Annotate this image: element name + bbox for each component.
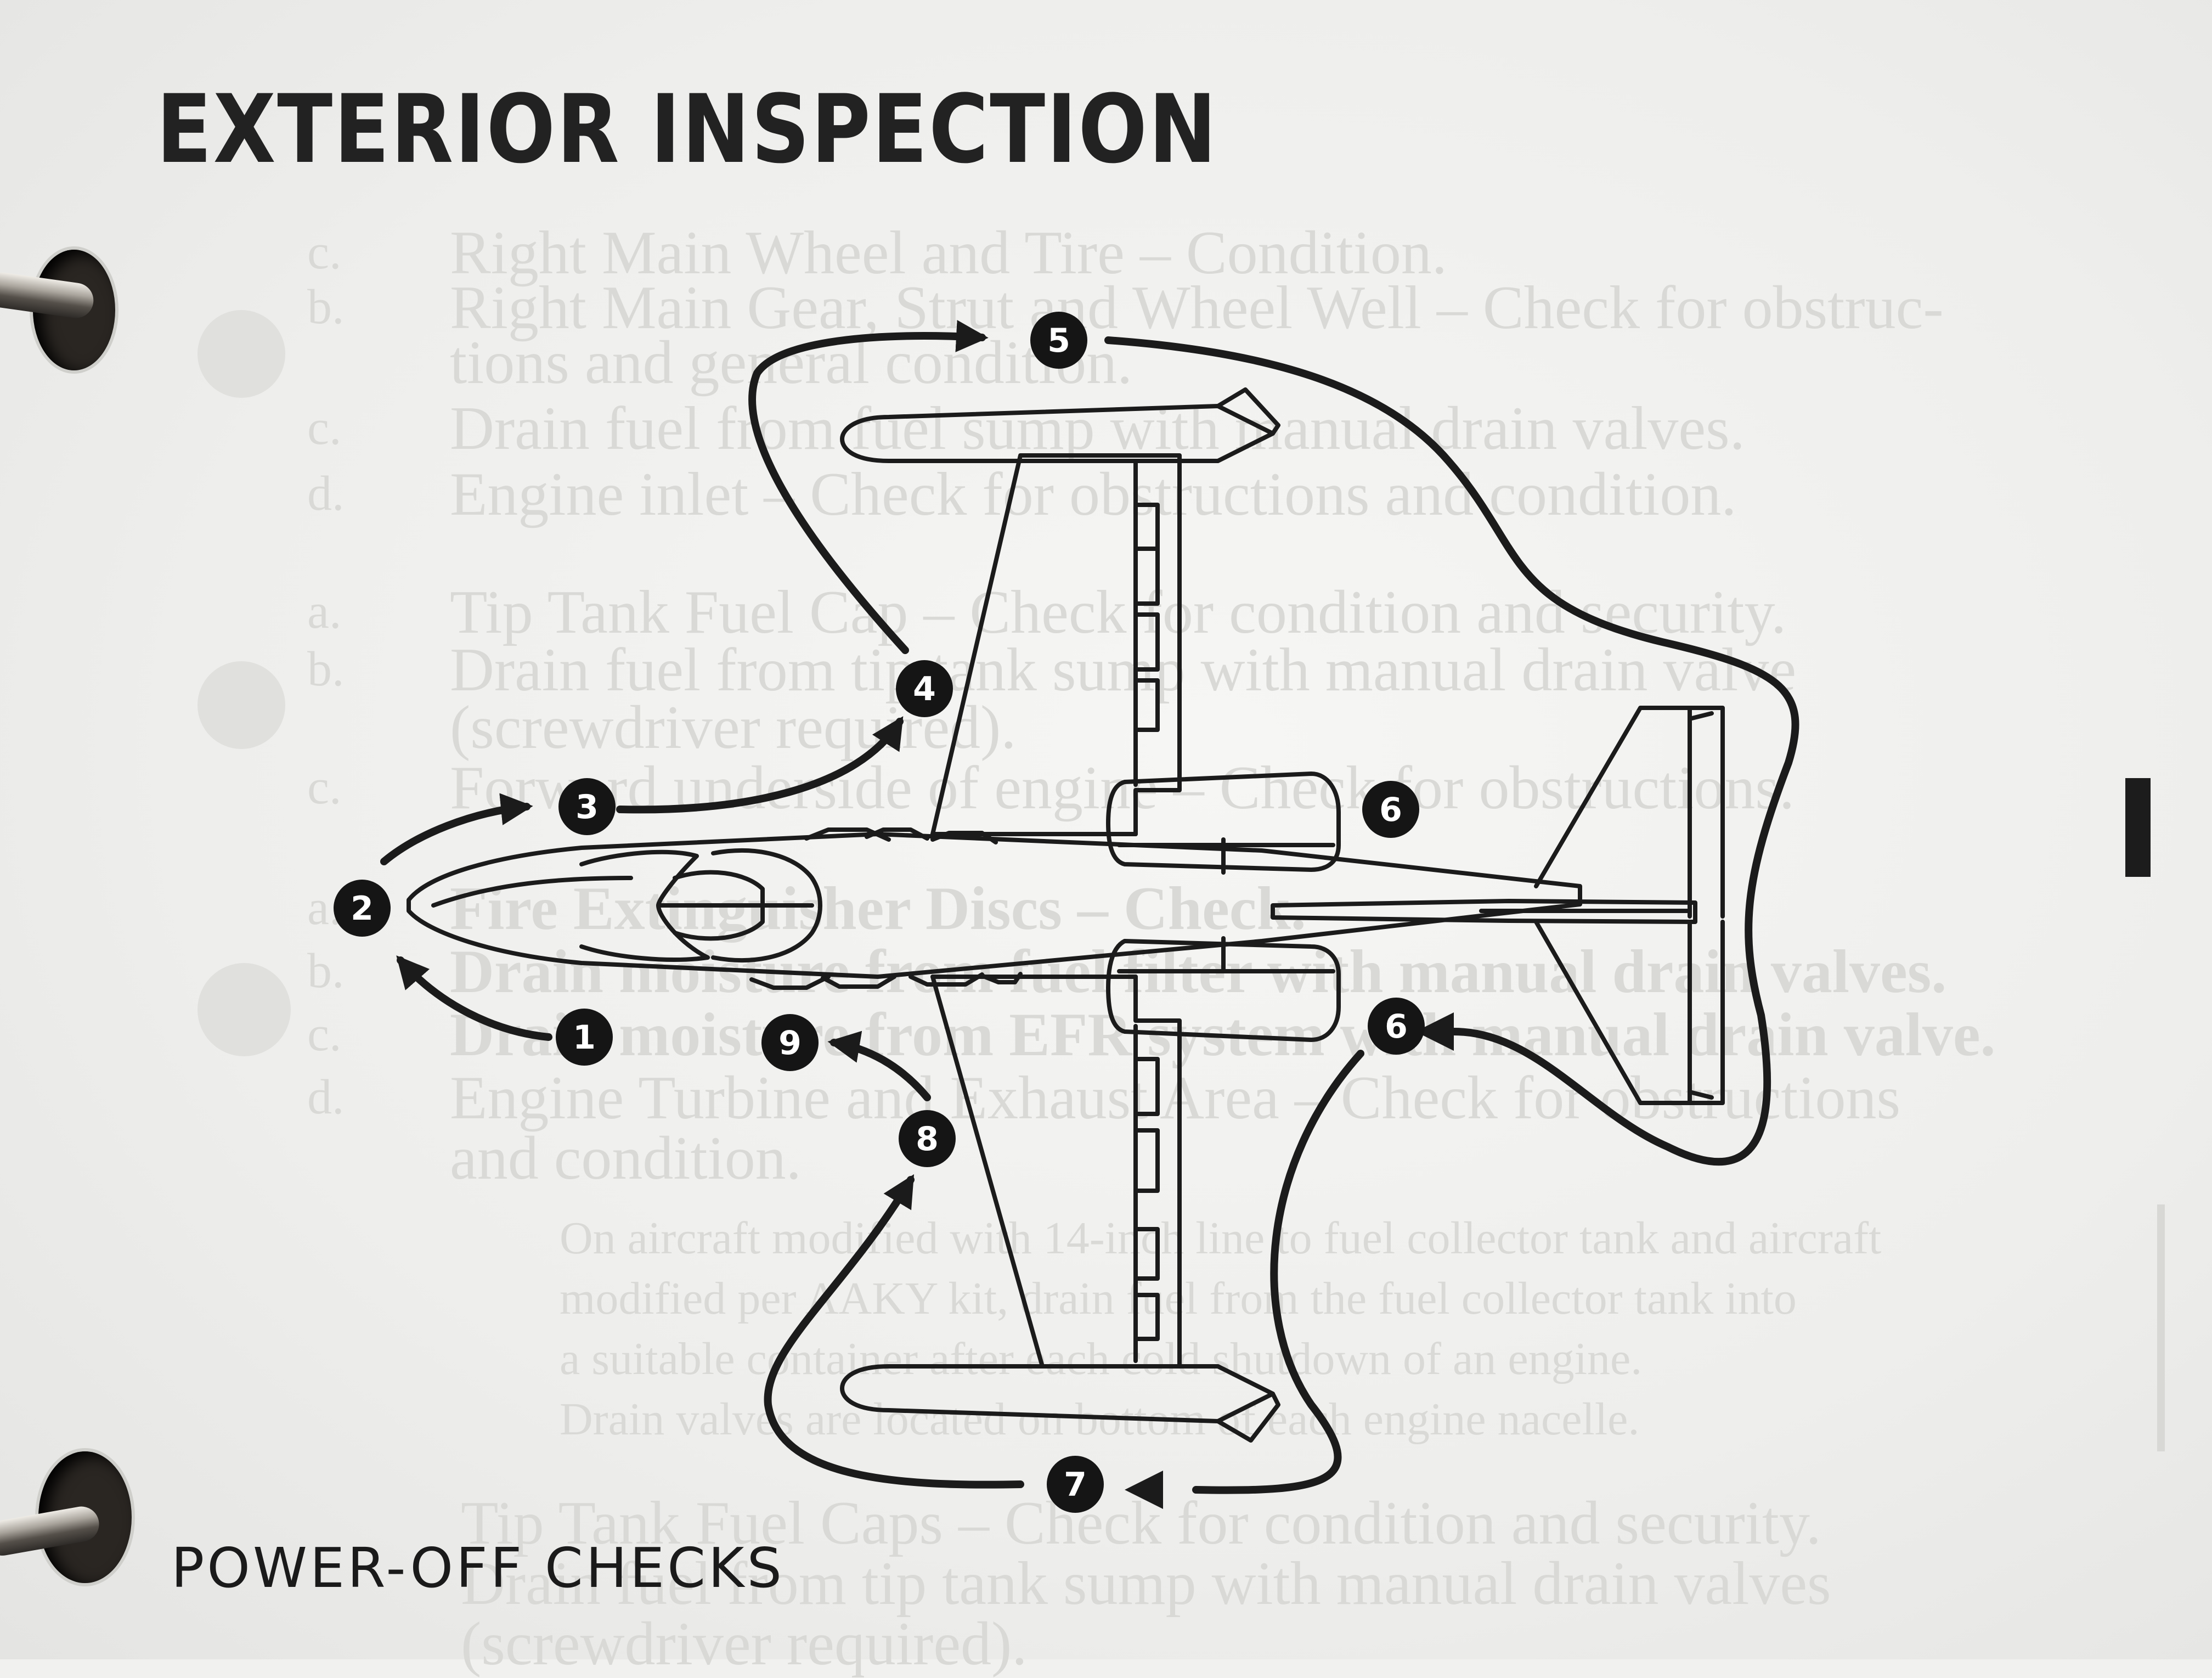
station-circle <box>896 660 953 717</box>
bleed-through-line: Drain fuel from tip tank sump with manua… <box>450 636 1797 704</box>
fuselage <box>407 832 1582 979</box>
station-marker-6-lower: 6 <box>1368 998 1425 1055</box>
vertical-tail <box>1271 899 1697 924</box>
route-line-5-to-6 <box>1104 336 1799 1166</box>
bleed-through-line: Tip Tank Fuel Cap – Check for condition … <box>450 578 1787 646</box>
bleed-through-line: On aircraft modified with 14-inch line t… <box>560 1213 1882 1264</box>
station-marker-3: 3 <box>558 778 616 835</box>
station-marker-8: 8 <box>899 1110 956 1167</box>
bleed-through-letter: a. <box>307 584 342 639</box>
bleed-through-letter: c. <box>307 760 342 814</box>
bleed-through-letter: c. <box>307 225 342 279</box>
station-circle <box>1368 998 1425 1055</box>
station-circle <box>761 1014 819 1071</box>
route-arrow-2-to-3 <box>380 793 533 865</box>
nacelle-lower <box>1106 939 1341 1042</box>
route-arrowheads <box>1125 1012 1454 1509</box>
station-marker-6-upper: 6 <box>1362 781 1419 838</box>
walkaround-route <box>380 320 1024 1489</box>
bleed-through-letter: c. <box>307 401 342 455</box>
section-marker <box>2125 778 2151 877</box>
elevator-lower <box>1688 920 1725 1105</box>
tip-tank-lower-fin <box>1216 1392 1280 1443</box>
station-number: 3 <box>575 788 599 826</box>
page-title: EXTERIOR INSPECTION <box>156 74 1218 184</box>
arrowhead-to-6 <box>1415 1012 1454 1051</box>
bleed-through-letter: b. <box>307 280 345 334</box>
horizontal-stabilizer-upper <box>1534 706 1692 919</box>
station-marker-5: 5 <box>1030 312 1087 369</box>
intake-bump <box>804 827 891 842</box>
station-number: 8 <box>916 1120 939 1158</box>
bleed-through-line: and condition. <box>450 1124 802 1192</box>
station-number: 7 <box>1064 1466 1087 1504</box>
bleed-through-letter: c. <box>307 1007 342 1061</box>
bleed-through-line: Right Main Wheel and Tire – Condition. <box>450 219 1447 287</box>
intake-bump <box>865 827 929 841</box>
bleed-through-line: tions and general condition. <box>450 329 1133 397</box>
intake-bump <box>821 975 896 989</box>
station-circle <box>556 1009 613 1066</box>
intake-bump <box>909 972 984 987</box>
nacelle-upper <box>1106 772 1341 872</box>
station-circle <box>558 778 616 835</box>
tip-tank-upper-fin <box>1216 387 1280 436</box>
wing-upper-flap <box>1133 459 1160 787</box>
station-marker-9: 9 <box>761 1014 819 1071</box>
bleed-through-letter: d. <box>307 1070 345 1124</box>
arrowhead-to-7 <box>1125 1471 1163 1509</box>
aircraft-outline <box>407 387 1725 1443</box>
bleed-through-line: a suitable container after each cold shu… <box>560 1333 1643 1384</box>
station-number: 4 <box>913 670 936 708</box>
station-number: 6 <box>1385 1007 1408 1046</box>
change-bar <box>2157 1204 2165 1451</box>
bleed-through-line: Engine inlet – Check for obstructions an… <box>450 460 1737 528</box>
bleed-through-circle <box>198 661 285 749</box>
elevator-upper <box>1688 706 1725 919</box>
route-arrow-6-to-9 <box>827 1031 931 1101</box>
station-circle <box>1030 312 1087 369</box>
bleed-through-letter: d. <box>307 466 345 521</box>
station-number: 2 <box>351 889 374 928</box>
route-arrow-7-to-8 <box>764 1174 1024 1489</box>
canopy-frame <box>711 848 822 962</box>
bleed-through-line: Drain fuel from tip tank sump with manua… <box>461 1550 1831 1618</box>
bleed-through-letter: b. <box>307 944 345 998</box>
station-marker-7: 7 <box>1047 1456 1104 1513</box>
bleed-through-circle <box>198 963 291 1056</box>
tip-tank-lower <box>840 1364 1275 1423</box>
station-marker-1: 1 <box>556 1009 613 1066</box>
bleed-through-line: Engine Turbine and Exhaust Area – Check … <box>450 1064 1901 1132</box>
walkaround-route-return <box>1104 336 1799 1494</box>
station-number: 9 <box>778 1024 802 1062</box>
intake-bump <box>749 975 831 990</box>
wing-upper <box>930 453 1182 836</box>
station-marker-4: 4 <box>896 660 953 717</box>
bleed-through-circle <box>198 310 285 398</box>
station-circle <box>899 1110 956 1167</box>
bleed-through-letter: b. <box>307 642 345 696</box>
station-number: 6 <box>1379 791 1402 829</box>
bleed-through-line: Right Main Gear, Strut and Wheel Well – … <box>450 274 1944 342</box>
station-circle <box>1362 781 1419 838</box>
station-number: 5 <box>1047 322 1070 360</box>
section-subtitle: POWER-OFF CHECKS <box>171 1536 785 1600</box>
route-arrow-4-to-5 <box>748 320 989 654</box>
station-number: 1 <box>573 1018 596 1057</box>
station-marker-2: 2 <box>334 880 391 937</box>
bleed-through-line: Tip Tank Fuel Caps – Check for condition… <box>461 1489 1821 1557</box>
route-arrow-3-to-4 <box>616 716 904 814</box>
horizontal-stabilizer-lower <box>1534 920 1692 1105</box>
wing-lower-flap <box>1133 1024 1160 1363</box>
nose-line <box>431 876 633 908</box>
bleed-through-line: Fire Extinguisher Discs – Check. <box>450 875 1306 943</box>
route-line-6-to-7 <box>1192 1050 1364 1494</box>
route-arrow-1-to-2 <box>396 955 552 1041</box>
station-circle <box>334 880 391 937</box>
tip-tank-upper <box>840 404 1275 463</box>
wing-lower <box>930 975 1182 1369</box>
station-circle <box>1047 1456 1104 1513</box>
